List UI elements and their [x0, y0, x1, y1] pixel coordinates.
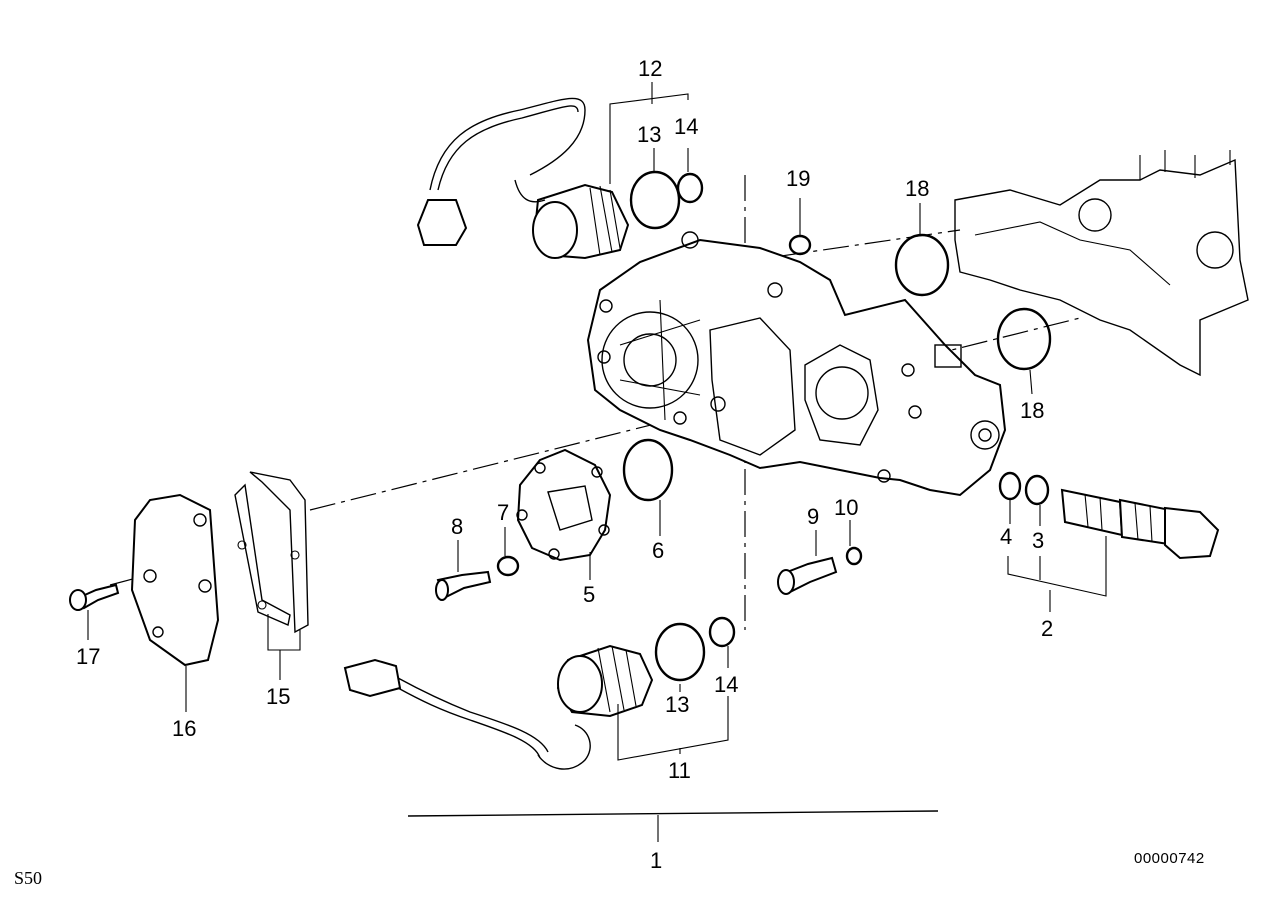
sensor-lower	[343, 644, 654, 770]
callout-19: 19	[786, 166, 810, 191]
callout-4: 4	[1000, 524, 1012, 549]
callout-12: 12	[638, 56, 662, 81]
bolt-9	[777, 556, 838, 595]
o-ring-3	[1024, 474, 1050, 506]
callout-13-top: 13	[637, 122, 661, 147]
washer-7	[496, 555, 520, 577]
callout-2: 2	[1041, 616, 1053, 641]
callout-10: 10	[834, 495, 858, 520]
hub-5	[516, 448, 612, 562]
o-ring-18-lower	[996, 307, 1052, 371]
solenoid-valve	[1060, 488, 1220, 560]
gaskets-15	[234, 471, 309, 634]
bolt-17	[69, 583, 120, 611]
callout-11: 11	[668, 758, 691, 783]
callout-18-mid: 18	[1020, 398, 1044, 423]
callout-18-top: 18	[905, 176, 929, 201]
o-ring-14-upper	[676, 172, 704, 204]
callout-13-bottom: 13	[665, 692, 689, 717]
callout-3: 3	[1032, 528, 1044, 553]
callout-7: 7	[497, 500, 509, 525]
callout-16: 16	[172, 716, 196, 741]
callout-17: 17	[76, 644, 100, 669]
o-ring-13-lower	[654, 622, 706, 682]
callout-labels: 1 2 3 4 5 6 7 8 9 10 11 12 13 14 13 14 1…	[76, 56, 1053, 873]
callout-14-top: 14	[674, 114, 698, 139]
model-code-label: S50	[14, 868, 42, 888]
callout-15: 15	[266, 684, 290, 709]
o-ring-13-upper	[629, 170, 681, 230]
vanos-housing	[586, 231, 1007, 497]
callout-6: 6	[652, 538, 664, 563]
o-ring-6	[622, 438, 674, 502]
cover-16	[130, 493, 220, 667]
callout-8: 8	[451, 514, 463, 539]
o-ring-14-lower	[708, 616, 736, 648]
seal-10	[845, 546, 863, 566]
o-ring-4	[998, 471, 1022, 501]
callout-14-bottom: 14	[714, 672, 738, 697]
bolt-8	[435, 570, 492, 601]
callout-5: 5	[583, 582, 595, 607]
callout-9: 9	[807, 504, 819, 529]
leader-lines	[87, 82, 1107, 842]
o-ring-18-upper	[894, 233, 950, 297]
cylinder-head-outline	[954, 150, 1249, 377]
document-number: 00000742	[1134, 850, 1205, 867]
sensor-upper	[416, 97, 630, 260]
callout-1: 1	[650, 848, 662, 873]
seal-19	[788, 234, 812, 256]
